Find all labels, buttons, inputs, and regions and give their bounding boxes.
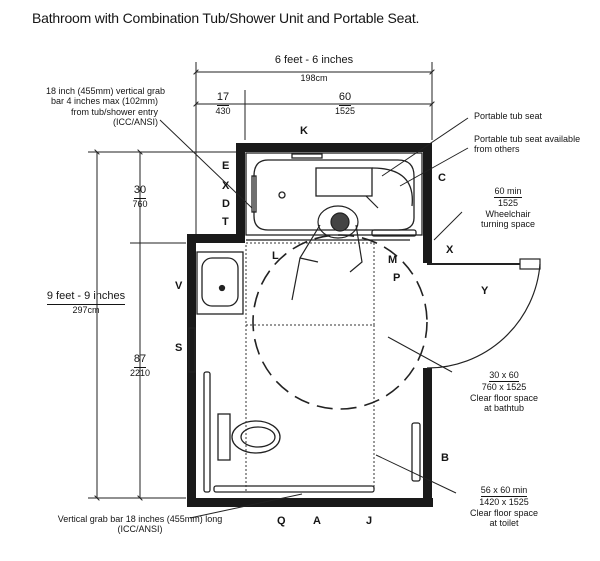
note-line: (ICC/ANSI) (117, 524, 163, 535)
letter-b: B (441, 452, 449, 464)
tub-depth-label: 30 (127, 184, 153, 199)
letter-k: K (300, 125, 308, 137)
bathtub (245, 152, 423, 241)
toilet-grab-bars (188, 327, 421, 493)
note-line: 1420 x 1525 (479, 497, 529, 508)
overall-width-label: 6 feet - 6 inches (274, 54, 354, 67)
note-line: 60 min (494, 186, 522, 199)
letter-d: D (222, 198, 230, 210)
bottom-wall (187, 498, 433, 507)
right-wall-lower (423, 368, 432, 507)
tub-length-imperial: 60 (338, 91, 352, 106)
letter-j: J (366, 515, 373, 527)
note-line: from tub/shower entry (70, 106, 158, 117)
note-line: at toilet (489, 518, 519, 529)
clear-floor-toilet-note: 56 x 60 min 1420 x 1525 Clear floor spac… (462, 485, 546, 528)
left-offset-label: 17 (208, 91, 238, 106)
note-line: Clear floor space (469, 392, 539, 403)
top-wall (236, 143, 432, 152)
tub-depth-imperial: 30 (133, 184, 147, 199)
diagram-title: Bathroom with Combination Tub/Shower Uni… (32, 10, 420, 26)
letter-p: P (393, 272, 401, 284)
lavatory (196, 251, 244, 315)
overall-length-imperial: 9 feet - 9 inches (46, 290, 126, 305)
walls (187, 143, 433, 507)
left-offset-metric: 430 (215, 106, 231, 116)
dimension-lines (88, 62, 435, 501)
left-offset-imperial: 17 (216, 91, 230, 106)
leader-lines (159, 117, 469, 519)
room-length-label: 87 (127, 353, 153, 368)
clear-floor-bathtub-note: 30 x 60 760 x 1525 Clear floor space at … (464, 370, 544, 413)
right-wall-upper (423, 143, 432, 263)
grab-bar-entry-note: 18 inch (455mm) vertical grab bar 4 inch… (46, 86, 166, 128)
step-wall (187, 234, 245, 243)
note-line: 1525 (497, 198, 519, 209)
letter-v: V (175, 280, 183, 292)
note-line: Wheelchair (485, 208, 531, 219)
overall-length-label: 9 feet - 9 inches (46, 290, 126, 305)
door-swing-arc (426, 263, 541, 369)
portable-tub-seat-note: Portable tub seat (474, 111, 543, 121)
tub-length-metric: 1525 (334, 106, 356, 116)
letter-t: T (222, 216, 229, 228)
overall-length-metric: 297cm (72, 305, 100, 315)
note-line: 56 x 60 min (480, 485, 528, 498)
room-length-metric: 2210 (129, 368, 151, 378)
letter-q: Q (277, 515, 286, 527)
letter-s: S (175, 342, 183, 354)
clear-floor-spaces (245, 242, 375, 492)
door (426, 258, 541, 369)
note-line: Clear floor space (469, 507, 539, 518)
tub-left-wall (236, 143, 245, 243)
note-line: at bathtub (483, 403, 525, 414)
letter-m: M (388, 254, 398, 266)
tub-length-label: 60 (330, 91, 360, 106)
note-line: turning space (480, 219, 536, 230)
grab-bar-toilet-note: Vertical grab bar 18 inches (455mm) long… (40, 514, 240, 535)
letter-x: X (446, 244, 454, 256)
note-line: from others (474, 144, 520, 155)
left-wall (187, 234, 196, 506)
tub-depth-metric: 760 (132, 199, 148, 209)
note-line: Portable tub seat available (474, 134, 581, 144)
overall-width-metric: 198cm (300, 73, 328, 83)
note-line: 18 inch (455mm) vertical grab (46, 86, 166, 96)
letter-e: E (222, 160, 230, 172)
note-line: Vertical grab bar 18 inches (455mm) long (57, 514, 223, 524)
note-line: bar 4 inches max (102mm) (50, 96, 158, 107)
note-line: 30 x 60 (489, 370, 519, 383)
note-line: (ICC/ANSI) (113, 117, 158, 128)
turning-circle (252, 234, 428, 410)
note-line: 760 x 1525 (481, 382, 527, 393)
portable-tub-seat-available-note: Portable tub seat available from others (474, 134, 580, 155)
letter-a: A (313, 515, 321, 527)
wheelchair-user (291, 195, 379, 301)
room-length-imperial: 87 (133, 353, 147, 368)
toilet (217, 413, 281, 461)
letter-x-small: X (222, 180, 230, 192)
turning-space-note: 60 min 1525 Wheelchair turning space (472, 186, 544, 229)
overall-width-imperial: 6 feet - 6 inches (274, 54, 354, 66)
letter-y: Y (481, 285, 489, 297)
letter-c: C (438, 172, 446, 184)
letter-l: L (272, 250, 279, 262)
